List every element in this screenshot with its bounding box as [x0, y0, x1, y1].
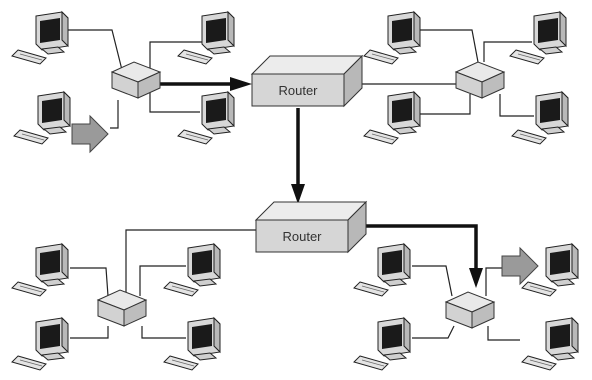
router-2[interactable]: Router [254, 200, 368, 254]
computer-icon[interactable] [11, 243, 69, 297]
computer-icon[interactable] [521, 317, 579, 371]
destination-arrow-icon [501, 246, 539, 286]
router-1-label: Router [278, 83, 318, 98]
router-icon [251, 73, 345, 107]
computer-icon[interactable] [11, 317, 69, 371]
computer-icon[interactable] [363, 91, 421, 145]
computer-icon[interactable] [353, 243, 411, 297]
computer-icon[interactable] [163, 317, 221, 371]
computer-icon[interactable] [177, 91, 235, 145]
packet-path [160, 77, 483, 288]
router-1[interactable]: Router [250, 54, 364, 108]
hub-bottom-right[interactable] [445, 291, 495, 329]
hub-bottom-left[interactable] [97, 289, 147, 327]
arrow-to-router-1 [230, 77, 252, 91]
computer-icon[interactable] [177, 11, 235, 65]
hub-top-left[interactable] [111, 61, 161, 99]
computer-icon[interactable] [509, 11, 567, 65]
arrow-to-destination-hub [469, 268, 483, 288]
router-2-label: Router [282, 229, 322, 244]
router-icon [255, 219, 349, 253]
computer-icon[interactable] [11, 11, 69, 65]
source-arrow-icon [71, 114, 109, 154]
arrow-to-router-2 [291, 184, 305, 204]
hub-top-right[interactable] [455, 61, 505, 99]
computer-icon[interactable] [13, 91, 71, 145]
network-links [66, 29, 534, 341]
computer-icon[interactable] [511, 91, 569, 145]
computer-icon[interactable] [163, 243, 221, 297]
computer-icon[interactable] [353, 317, 411, 371]
computer-icon[interactable] [363, 11, 421, 65]
